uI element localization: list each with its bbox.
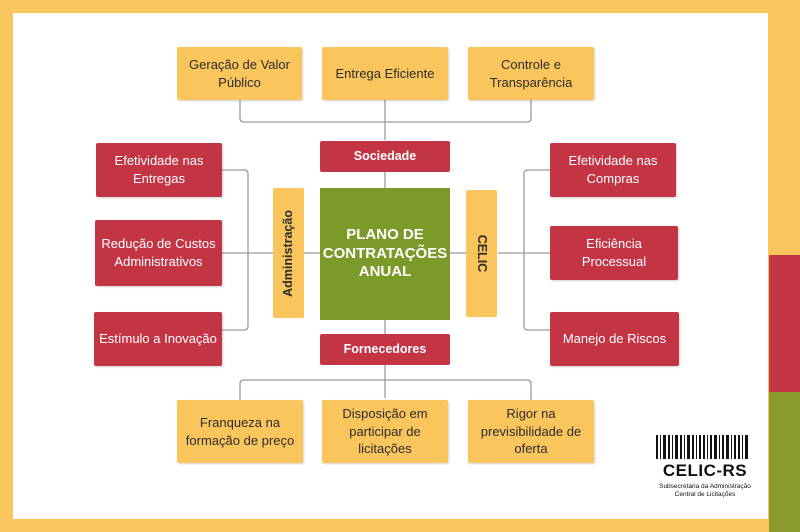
- center-plano-contratacoes: PLANO DE CONTRATAÇÕES ANUAL: [320, 188, 450, 320]
- red-accent-stripe: [769, 255, 800, 392]
- celic-rs-logo: CELIC-RS Subsecretaria da Administração …: [650, 435, 760, 505]
- left-box-efetividade-entregas: Efetividade nas Entregas: [96, 143, 222, 197]
- goal-box-rigor-previsibilidade: Rigor na previsibilidade de oferta: [468, 400, 594, 463]
- hub-celic: CELIC: [466, 190, 497, 317]
- hub-administracao: Administração: [273, 188, 304, 318]
- right-box-manejo-riscos: Manejo de Riscos: [550, 312, 679, 366]
- goal-box-entrega-eficiente: Entrega Eficiente: [322, 47, 448, 100]
- goal-box-franqueza-preco: Franqueza na formação de preço: [177, 400, 303, 463]
- hub-celic-label: CELIC: [474, 234, 489, 273]
- barcode-icon: [656, 435, 749, 459]
- left-box-estimulo-inovacao: Estímulo a Inovação: [94, 312, 222, 366]
- right-box-eficiencia-processual: Eficiência Processual: [550, 226, 678, 280]
- right-box-efetividade-compras: Efetividade nas Compras: [550, 143, 676, 197]
- green-accent-stripe: [769, 392, 800, 532]
- hub-sociedade: Sociedade: [320, 141, 450, 172]
- goal-box-controle-transparencia: Controle e Transparência: [468, 47, 594, 100]
- left-box-reducao-custos: Redução de Custos Administrativos: [95, 220, 222, 286]
- goal-box-valor-publico: Geração de Valor Público: [177, 47, 302, 100]
- hub-fornecedores: Fornecedores: [320, 334, 450, 365]
- logo-name: CELIC-RS: [662, 461, 748, 480]
- logo-subtitle: Subsecretaria da Administração Central d…: [659, 483, 751, 498]
- hub-administracao-label: Administração: [281, 209, 296, 297]
- goal-box-disposicao-licitacoes: Disposição em participar de licitações: [322, 400, 448, 463]
